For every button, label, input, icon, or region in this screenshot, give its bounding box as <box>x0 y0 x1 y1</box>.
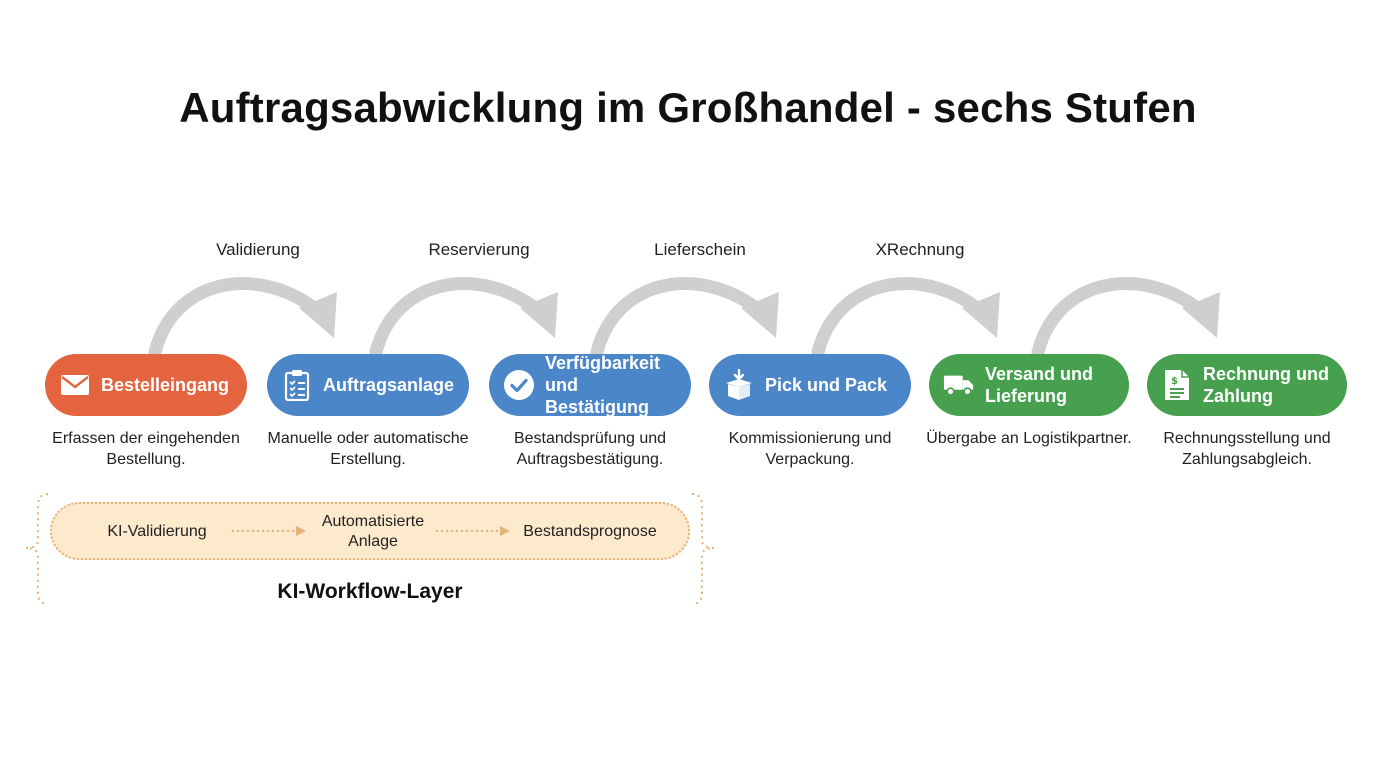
stage-pick-und-pack: Pick und Pack <box>709 354 911 416</box>
invoice-dollar-icon: $ <box>1161 369 1193 401</box>
curved-arrow-icon <box>369 277 558 359</box>
stage-versand: Versand und Lieferung <box>929 354 1129 416</box>
stage-description: Rechnungsstellung und Zahlungsabgleich. <box>1163 430 1331 468</box>
stage-description: Bestandsprüfung und Auftragsbestätigung. <box>513 430 667 468</box>
stage-label: Auftragsanlage <box>323 375 455 395</box>
stage-rechnung: $ Rechnung und Zahlung <box>1147 354 1347 416</box>
ai-step-validierung: KI-Validierung <box>107 523 207 540</box>
stage-description: Übergabe an Logistikpartner. <box>926 430 1132 447</box>
transition-label-reservierung: Reservierung <box>428 240 530 259</box>
stage-description: Erfassen der eingehenden Bestellung. <box>52 430 240 468</box>
transition-label-lieferschein: Lieferschein <box>654 240 746 259</box>
open-box-icon <box>723 369 755 401</box>
stage-auftragsanlage: Auftragsanlage <box>267 354 469 416</box>
dotted-arrow-icon <box>436 526 510 536</box>
curved-arrow-icon <box>811 277 1000 359</box>
ai-layer-band: KI-Validierung Automatisierte Anlage Bes… <box>50 502 690 560</box>
curved-arrow-icon <box>1031 277 1220 359</box>
ai-step-bestandsprognose: Bestandsprognose <box>523 523 657 540</box>
transition-label-xrechnung: XRechnung <box>875 240 965 259</box>
check-circle-icon <box>503 369 535 401</box>
stage-label: Bestelleingang <box>101 375 230 395</box>
dotted-arrow-icon <box>232 526 306 536</box>
stage-description: Kommissionierung und Verpackung. <box>728 430 892 468</box>
truck-icon <box>943 369 975 401</box>
stage-label: Verfügbarkeit und Bestätigung <box>545 353 661 417</box>
ai-step-anlage: Automatisierte Anlage <box>321 513 425 550</box>
stage-label: Rechnung und Zahlung <box>1203 364 1329 406</box>
stage-label: Versand und Lieferung <box>985 364 1094 406</box>
clipboard-checklist-icon <box>281 369 313 401</box>
ai-layer-label: KI-Workflow-Layer <box>277 580 463 603</box>
transition-label-validierung: Validierung <box>216 240 300 259</box>
envelope-icon <box>59 369 91 401</box>
page-title: Auftragsabwicklung im Großhandel - sechs… <box>179 84 1197 131</box>
stage-verfuegbarkeit: Verfügbarkeit und Bestätigung <box>489 353 691 417</box>
stage-bestelleingang: Bestelleingang <box>45 354 247 416</box>
svg-text:$: $ <box>1171 376 1178 387</box>
curved-arrow-icon <box>590 277 779 359</box>
stage-description: Manuelle oder automatische Erstellung. <box>267 430 469 468</box>
curved-arrow-icon <box>148 277 337 359</box>
stage-label: Pick und Pack <box>765 375 888 395</box>
ai-layer-connectors <box>232 526 510 536</box>
